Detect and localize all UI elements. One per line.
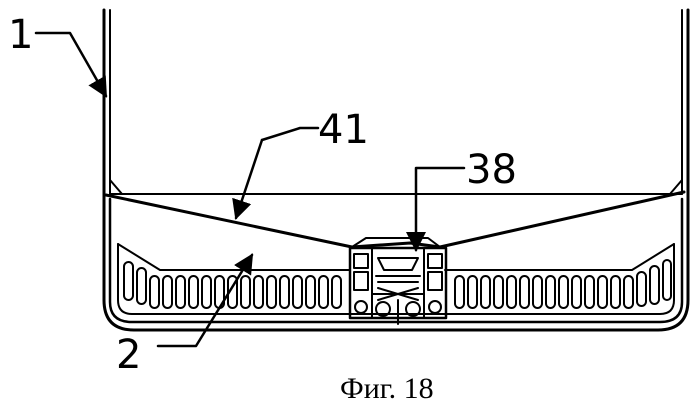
leader-41-tail [262, 128, 318, 140]
label-41: 41 [318, 107, 369, 153]
figure-caption: Фиг. 18 [340, 372, 434, 405]
label-1: 1 [8, 12, 33, 58]
bottom-shell [110, 199, 682, 322]
label-2: 2 [116, 332, 141, 378]
drain-assembly [350, 248, 446, 324]
sloped-deck [106, 192, 684, 247]
right-cells [455, 260, 671, 308]
label-38: 38 [466, 147, 517, 193]
